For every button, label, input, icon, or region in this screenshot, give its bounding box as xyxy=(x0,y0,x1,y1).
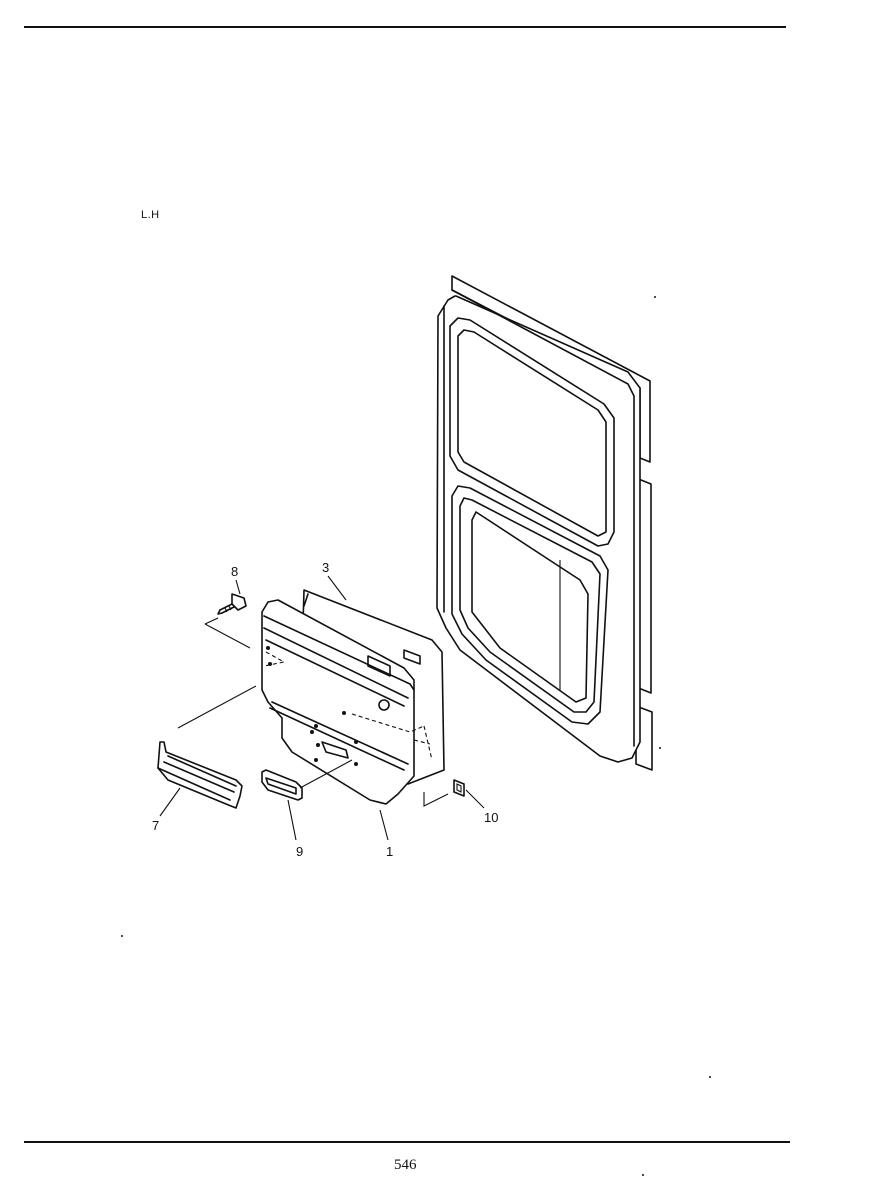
armrest xyxy=(157,741,243,809)
leader-lines xyxy=(159,575,485,841)
screw xyxy=(217,593,247,615)
door-frame xyxy=(436,275,653,771)
bottom-rule xyxy=(24,1141,790,1143)
callout-10: 10 xyxy=(484,810,498,825)
door-trim-panel xyxy=(261,589,445,805)
page-number: 546 xyxy=(394,1157,417,1173)
callout-3: 3 xyxy=(322,560,329,575)
callout-9: 9 xyxy=(296,844,303,859)
callout-1: 1 xyxy=(386,844,393,859)
callout-7: 7 xyxy=(152,818,159,833)
clip xyxy=(453,779,465,797)
side-label: L.H xyxy=(141,209,160,221)
top-rule xyxy=(24,26,786,28)
handle-bezel xyxy=(261,769,303,801)
callout-8: 8 xyxy=(231,564,238,579)
